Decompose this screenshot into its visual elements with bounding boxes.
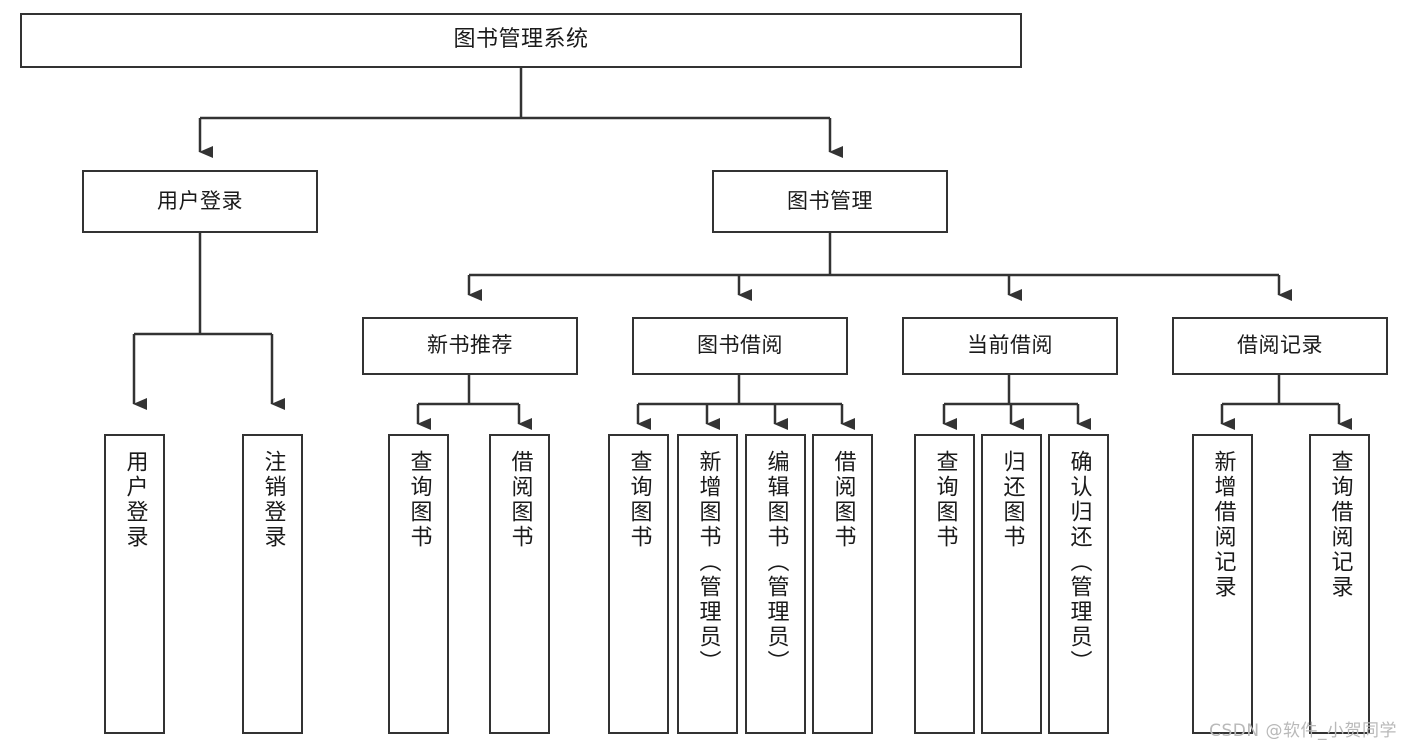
node-label: 查询图书: [626, 450, 652, 550]
node-label: 查询图书: [406, 450, 432, 550]
node-label: 借阅记录: [1237, 333, 1323, 358]
leaf-query-borrow-record[interactable]: 查询借阅记录: [1309, 434, 1370, 734]
leaf-edit-book-admin[interactable]: 编辑图书（管理员）: [745, 434, 806, 734]
watermark-text: CSDN @软件_小贺同学: [1209, 721, 1397, 741]
node-new-book-recommend[interactable]: 新书推荐: [362, 317, 578, 375]
node-root-system[interactable]: 图书管理系统: [20, 13, 1022, 68]
leaf-query-books-borrow[interactable]: 查询图书: [608, 434, 669, 734]
node-book-management[interactable]: 图书管理: [712, 170, 948, 233]
node-label: 编辑图书（管理员）: [763, 450, 789, 675]
leaf-add-borrow-record[interactable]: 新增借阅记录: [1192, 434, 1253, 734]
leaf-borrow-books-recommend[interactable]: 借阅图书: [489, 434, 550, 734]
leaf-return-books[interactable]: 归还图书: [981, 434, 1042, 734]
node-label: 当前借阅: [967, 333, 1053, 358]
node-label: 新书推荐: [427, 333, 513, 358]
node-label: 借阅图书: [507, 450, 533, 550]
leaf-confirm-return-admin[interactable]: 确认归还（管理员）: [1048, 434, 1109, 734]
node-current-borrow[interactable]: 当前借阅: [902, 317, 1118, 375]
node-label: 图书借阅: [697, 333, 783, 358]
node-label: 用户登录: [157, 188, 243, 213]
leaf-add-book-admin[interactable]: 新增图书（管理员）: [677, 434, 738, 734]
node-user-login[interactable]: 用户登录: [82, 170, 318, 233]
node-label: 图书管理系统: [453, 27, 589, 53]
node-book-borrow[interactable]: 图书借阅: [632, 317, 848, 375]
node-label: 新增图书（管理员）: [695, 450, 721, 675]
node-label: 注销登录: [260, 450, 286, 550]
node-label: 新增借阅记录: [1210, 450, 1236, 600]
node-label: 确认归还（管理员）: [1066, 450, 1092, 675]
leaf-borrow-books[interactable]: 借阅图书: [812, 434, 873, 734]
leaf-query-books-current[interactable]: 查询图书: [914, 434, 975, 734]
node-label: 归还图书: [999, 450, 1025, 550]
node-label: 图书管理: [787, 188, 873, 213]
leaf-user-login[interactable]: 用户登录: [104, 434, 165, 734]
leaf-query-books-recommend[interactable]: 查询图书: [388, 434, 449, 734]
leaf-logout[interactable]: 注销登录: [242, 434, 303, 734]
node-borrow-records[interactable]: 借阅记录: [1172, 317, 1388, 375]
node-label: 用户登录: [122, 450, 148, 550]
node-label: 查询图书: [932, 450, 958, 550]
node-label: 查询借阅记录: [1327, 450, 1353, 600]
node-label: 借阅图书: [830, 450, 856, 550]
